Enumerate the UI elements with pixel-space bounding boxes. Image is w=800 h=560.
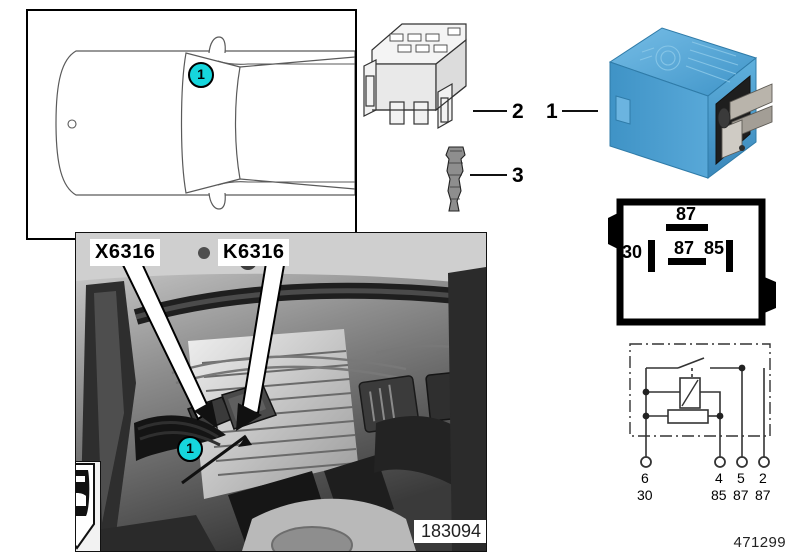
- pin-number-5: 5: [737, 470, 745, 486]
- photo-label-x6316: X6316: [90, 239, 161, 266]
- keying-tab-right: [762, 276, 776, 314]
- terminal-label-30: 30: [622, 242, 642, 262]
- callout-marker-1-vehicle[interactable]: 1: [188, 62, 214, 88]
- relay-blade-terminals: [717, 83, 773, 159]
- mirror-right: [208, 192, 226, 210]
- terminal-label-87-top: 87: [676, 204, 696, 224]
- windshield-outline: [180, 52, 241, 194]
- callout-leader-line: [181, 434, 247, 485]
- cable-strands: [137, 421, 221, 447]
- blade-87-top: [666, 224, 708, 231]
- socket-top-slots: [389, 27, 461, 53]
- pin-detail-lines: [449, 150, 463, 200]
- leader-line-item-2: [473, 110, 507, 112]
- terminal-footprint-svg: 87 30 87 85: [608, 198, 776, 326]
- callout-arrow-head: [238, 436, 252, 447]
- housing-outline: [616, 198, 766, 326]
- window-line-bottom: [217, 181, 355, 186]
- relay-mounting-tab: [615, 95, 631, 125]
- pulley: [271, 526, 353, 551]
- vehicle-outline-svg: [55, 36, 355, 210]
- pin-body: [445, 146, 466, 212]
- photo-label-k6316: K6316: [218, 239, 290, 266]
- engine-bay-photo-svg: [76, 233, 486, 551]
- right-module-1-slots: [369, 384, 396, 422]
- relay-socket-illustration: [362, 14, 477, 144]
- schematic-enclosure: [629, 343, 771, 437]
- car-windshield: [76, 476, 85, 482]
- arrow-head-k6316: [236, 403, 262, 431]
- schematic-svg: 6 4 5 2 30 85 87 87: [629, 343, 771, 503]
- upper-hose-highlight: [135, 288, 486, 320]
- left-panel-highlight: [94, 291, 124, 523]
- blade-30: [648, 240, 655, 272]
- socket-base-edge: [372, 85, 467, 111]
- emblem-marker: [67, 119, 77, 129]
- terminal-name-85: 85: [711, 487, 727, 500]
- arrow-head-x6316: [194, 401, 218, 429]
- mirror-left: [208, 36, 226, 54]
- item-number-1: 1: [546, 100, 558, 123]
- coil-diagonal: [681, 379, 699, 407]
- terminal-name-87-b: 87: [755, 487, 771, 500]
- car-roof: [76, 493, 86, 506]
- right-dark-mass: [374, 416, 474, 489]
- terminal-label-87-center: 87: [674, 238, 694, 258]
- blade-85: [726, 240, 733, 272]
- relay-svg: [608, 27, 773, 179]
- leader-line-item-1: [562, 110, 598, 112]
- document-number: 471299: [733, 534, 786, 551]
- relay-case-screw: [739, 145, 745, 151]
- roof-line-bottom: [239, 178, 355, 190]
- relay-product-photo: [596, 18, 776, 190]
- terminal-label-85: 85: [704, 238, 724, 258]
- relay-socket-svg: [363, 23, 467, 130]
- engine-bay-photo: X6316 K6316 183094: [75, 232, 487, 552]
- socket-legs: [363, 59, 453, 130]
- window-line-top: [217, 60, 355, 65]
- photo-id-badge: 183094: [414, 520, 486, 543]
- panel-hole-1: [198, 247, 210, 259]
- terminal-pin-svg: [445, 146, 466, 212]
- relay-terminal-footprint-diagram: 87 30 87 85: [604, 196, 789, 328]
- terminal-name-87-a: 87: [733, 487, 749, 500]
- schematic-junctions: [642, 364, 746, 420]
- cable-bundle: [134, 415, 226, 461]
- leader-line-item-3: [470, 174, 507, 176]
- car-direction-icon: [76, 463, 95, 550]
- schematic-wiring: [645, 357, 765, 458]
- orientation-inset-panel: [76, 461, 101, 551]
- blade-87-center: [668, 258, 706, 265]
- relay-molded-marking: [639, 41, 739, 83]
- bottom-left-dark: [76, 515, 216, 551]
- pin-number-2: 2: [759, 470, 767, 486]
- terminal-pin-illustration: [437, 145, 477, 215]
- vehicle-top-view-panel: 1: [26, 9, 357, 240]
- pin-number-6: 6: [641, 470, 649, 486]
- right-edge-strip: [448, 267, 486, 551]
- keying-tab-left: [608, 212, 620, 250]
- item-number-2: 2: [512, 100, 524, 123]
- pin-number-4: 4: [715, 470, 723, 486]
- relay-internal-schematic: 6 4 5 2 30 85 87 87: [624, 340, 799, 503]
- terminal-name-30: 30: [637, 487, 653, 500]
- callout-marker-1-photo[interactable]: 1: [177, 436, 203, 462]
- roof-line-top: [239, 56, 355, 68]
- resistor: [667, 409, 709, 424]
- schematic-pin-terminals: [640, 456, 770, 468]
- item-number-3: 3: [512, 164, 524, 187]
